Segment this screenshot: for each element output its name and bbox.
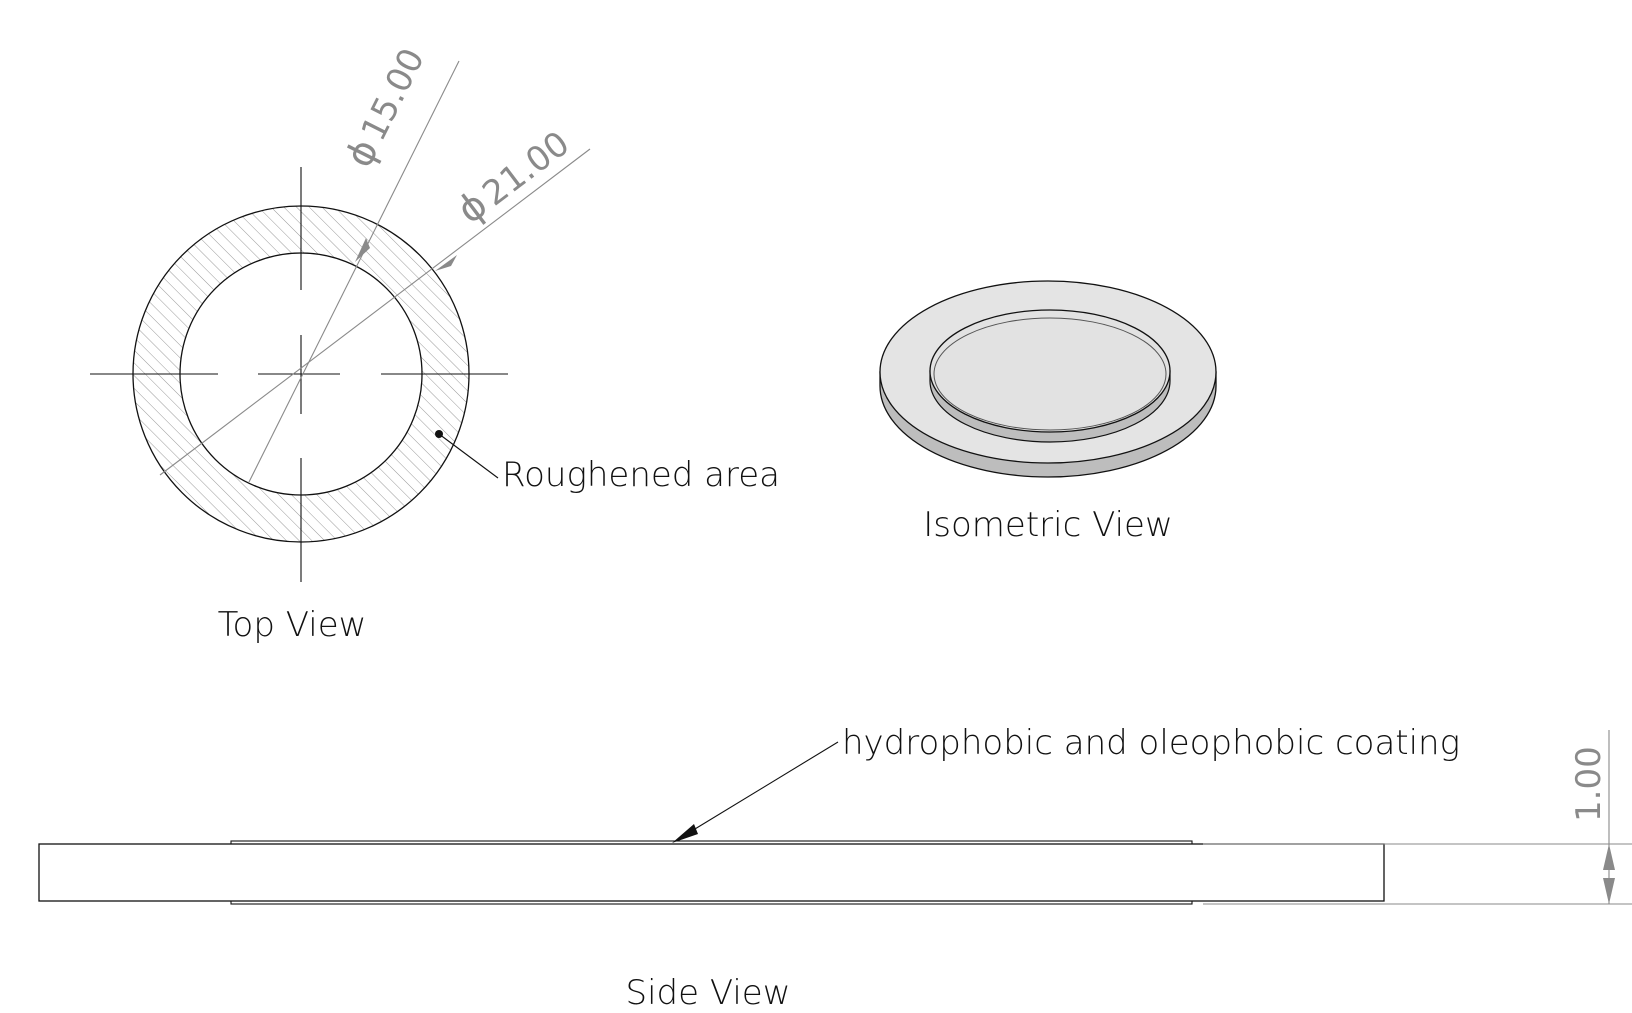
roughened-area-hatch xyxy=(120,190,490,560)
coating-arrow xyxy=(672,824,698,843)
arrow-inner-diameter xyxy=(355,238,370,262)
coating-leader xyxy=(689,741,839,833)
isometric-view-title: Isometric View xyxy=(923,505,1173,545)
callout-leader xyxy=(438,433,499,479)
roughened-area-label: Roughened area xyxy=(502,455,780,495)
thickness-arrow-top xyxy=(1603,844,1615,870)
thickness-dimension xyxy=(1203,730,1632,905)
side-view: hydrophobic and oleophobic coating 1.00 … xyxy=(38,723,1632,1013)
centerlines xyxy=(90,167,508,582)
diameter-leaders xyxy=(159,60,591,483)
outer-diameter-label: 21.00 xyxy=(475,124,577,215)
isometric-view: Isometric View xyxy=(879,280,1217,545)
arrow-outer-diameter xyxy=(435,255,457,271)
coating-inner-rim xyxy=(933,317,1167,431)
coating-top xyxy=(929,309,1171,433)
inner-diameter-label: 15.00 xyxy=(354,42,433,147)
thickness-label: 1.00 xyxy=(1569,746,1609,822)
side-plate xyxy=(38,843,1385,902)
side-view-title: Side View xyxy=(625,973,790,1013)
top-view-title: Top View xyxy=(218,605,367,645)
coating-callout-label: hydrophobic and oleophobic coating xyxy=(842,723,1460,763)
top-view: ϕ 15.00 ϕ 21.00 Roughened area Top View xyxy=(90,42,780,645)
thickness-arrow-bottom xyxy=(1603,878,1615,904)
